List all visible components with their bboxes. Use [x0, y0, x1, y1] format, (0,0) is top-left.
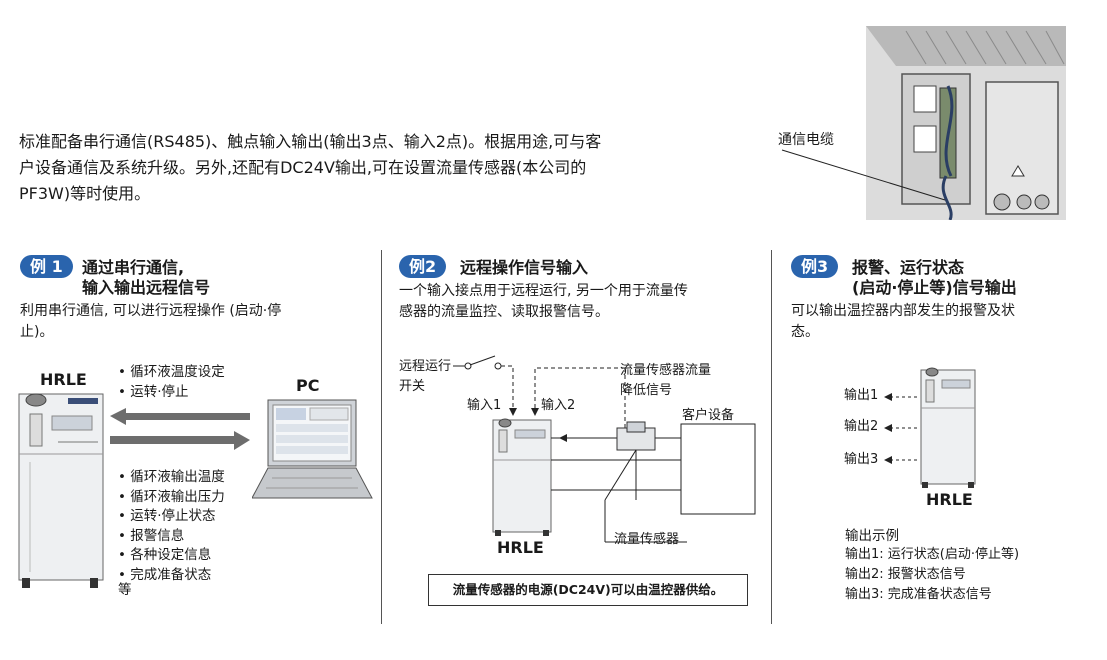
switch-label-line-1: 远程运行: [399, 359, 452, 374]
list-item: 循环液温度设定: [118, 363, 225, 383]
example2-note-box: 流量传感器的电源(DC24V)可以由温控器供给。: [428, 574, 748, 606]
example2-desc-line-2: 感器的流量监控、读取报警信号。: [399, 304, 609, 320]
arrow-to-unit: [110, 408, 250, 425]
intro-paragraph: 标准配备串行通信(RS485)、触点输入输出(输出3点、输入2点)。根据用途,可…: [19, 129, 739, 207]
example2-wiring-diagram: [453, 355, 756, 543]
intro-line-3: PF3W)等时使用。: [19, 184, 151, 203]
example1-unit-drawing: [18, 393, 104, 588]
example1-unit-label: HRLE: [40, 370, 87, 389]
pc-laptop-drawing: [252, 399, 373, 499]
intro-line-1: 标准配备串行通信(RS485)、触点输入输出(输出3点、输入2点)。根据用途,可…: [19, 132, 602, 151]
example2-description: 一个输入接点用于远程运行, 另一个用于流量传 感器的流量监控、读取报警信号。: [399, 281, 759, 323]
cable-leader-line: [781, 149, 946, 201]
list-item: 运转·停止: [118, 383, 225, 403]
example1-output-list: 循环液输出温度 循环液输出压力 运转·停止状态 报警信息 各种设定信息 完成准备…: [118, 468, 225, 585]
list-item: 完成准备状态: [118, 566, 225, 586]
example2-customer-label: 客户设备: [682, 408, 735, 423]
example2-input2-label: 输入2: [541, 398, 576, 413]
list-item: 报警信息: [118, 527, 225, 547]
example3-badge: 例3: [791, 255, 839, 278]
example3-title-line-2: (启动·停止等)信号输出: [852, 278, 1017, 297]
example1-description: 利用串行通信, 可以进行远程操作 (启动·停 止)。: [20, 301, 370, 343]
example1-badge: 例 1: [20, 255, 73, 278]
list-item: 循环液输出温度: [118, 468, 225, 488]
example2-input1-label: 输入1: [467, 398, 502, 413]
example1-list-tail: 等: [118, 582, 132, 598]
example3-description: 可以输出温控器内部发生的报警及状 态。: [791, 301, 1091, 343]
example3-example-3: 输出3: 完成准备状态信号: [845, 587, 992, 602]
signal-label-line-1: 流量传感器流量: [620, 363, 712, 378]
example3-out1-label: 输出1: [844, 388, 879, 403]
example1-arrows: [110, 408, 250, 450]
example1-pc-label: PC: [296, 376, 320, 395]
example3-output-arrows: [884, 393, 920, 464]
example3-unit-drawing: [920, 367, 976, 488]
example3-examples-title: 输出示例: [845, 528, 899, 544]
example3-title: 报警、运行状态 (启动·停止等)信号输出: [852, 258, 1017, 298]
example3-out3-label: 输出3: [844, 452, 879, 467]
example3-out2-label: 输出2: [844, 419, 879, 434]
example3-unit-label: HRLE: [926, 490, 973, 509]
example2-desc-line-1: 一个输入接点用于远程运行, 另一个用于流量传: [399, 283, 688, 299]
example3-example-1: 输出1: 运行状态(启动·停止等): [845, 547, 1020, 562]
example1-input-list: 循环液温度设定 运转·停止: [118, 363, 225, 402]
example3-desc-line-2: 态。: [791, 324, 819, 340]
list-item: 循环液输出压力: [118, 488, 225, 508]
arrow-to-pc: [110, 431, 250, 450]
example2-badge: 例2: [399, 255, 447, 278]
example2-signal-label: 流量传感器流量 降低信号: [620, 361, 711, 401]
example2-switch-label: 远程运行 开关: [399, 357, 451, 397]
example1-desc-line-2: 止)。: [20, 324, 54, 340]
example1-title: 通过串行通信, 输入输出远程信号: [82, 258, 210, 298]
example3-title-line-1: 报警、运行状态: [852, 258, 965, 277]
example1-title-line-2: 输入输出远程信号: [82, 278, 211, 297]
list-item: 各种设定信息: [118, 546, 225, 566]
example3-desc-line-1: 可以输出温控器内部发生的报警及状: [791, 303, 1015, 319]
switch-label-line-2: 开关: [399, 379, 426, 394]
intro-line-2: 户设备通信及系统升级。另外,还配有DC24V输出,可在设置流量传感器(本公司的: [19, 158, 587, 177]
column-divider-1: [381, 250, 382, 624]
example2-title: 远程操作信号输入: [460, 258, 589, 277]
example2-unit-label: HRLE: [497, 538, 544, 557]
signal-label-line-2: 降低信号: [620, 383, 673, 398]
example3-example-2: 输出2: 报警状态信号: [845, 567, 966, 582]
controller-photo: [866, 26, 1066, 220]
example1-desc-line-1: 利用串行通信, 可以进行远程操作 (启动·停: [20, 303, 282, 319]
list-item: 运转·停止状态: [118, 507, 225, 527]
example1-title-line-1: 通过串行通信,: [82, 258, 185, 277]
cable-label: 通信电缆: [778, 132, 834, 148]
example2-sensor-label: 流量传感器: [614, 532, 680, 547]
column-divider-2: [771, 250, 772, 624]
